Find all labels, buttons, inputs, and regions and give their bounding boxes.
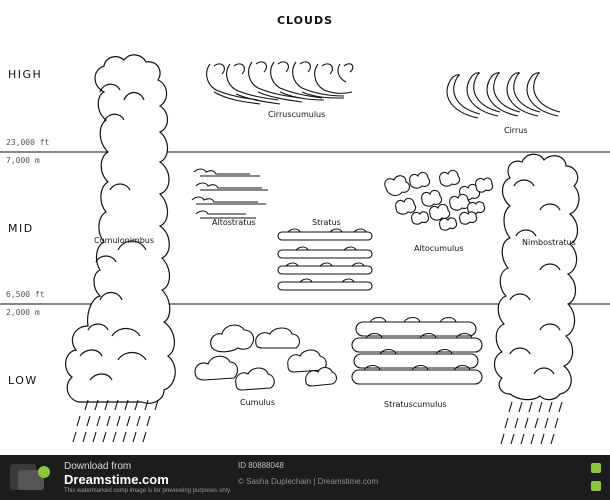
label-stratus: Stratus: [312, 218, 341, 227]
cumulus-shape: [194, 324, 338, 391]
label-nimbostratus: Nimbostratus: [522, 238, 576, 247]
level-mid-label: MID: [8, 222, 34, 235]
cumulonimbus-shape: [65, 54, 176, 404]
label-cumulus: Cumulus: [240, 398, 275, 407]
cirrus-shape: [446, 72, 561, 119]
stratocumulus-shape: [351, 316, 483, 385]
dreamstime-logo-icon: [10, 464, 50, 490]
footer-download-text: Download from: [64, 461, 132, 472]
altitude-upper-ft: 23,000 ft: [6, 138, 50, 147]
rain-cumulonimbus: [72, 399, 159, 443]
download-icon: [591, 481, 601, 491]
diagram-title: CLOUDS: [276, 14, 334, 27]
nimbostratus-shape: [493, 153, 580, 401]
footer-credit: © Sasha Duplechain | Dreamstime.com: [238, 477, 379, 486]
watermark-footer: Download from Dreamstime.com This waterm…: [0, 455, 610, 500]
stratus-shape: [277, 228, 373, 291]
label-cumulonimbus: Cumulonimbus: [94, 236, 155, 245]
footer-brand-link[interactable]: Dreamstime.com: [64, 472, 169, 487]
altitude-lower-m: 2,000 m: [6, 308, 40, 317]
cloud-diagram: CLOUDS: [0, 14, 610, 445]
rain-nimbostratus: [500, 401, 563, 445]
altocumulus-shape: [384, 169, 494, 231]
label-cirrocumulus: Cirruscumulus: [268, 110, 326, 119]
altitude-lower-ft: 6,500 ft: [6, 290, 45, 299]
cirrocumulus-shape: [206, 61, 354, 105]
label-altocumulus: Altocumulus: [414, 244, 464, 253]
share-icon: [591, 463, 601, 473]
altostratus-shape: [191, 168, 268, 219]
diagram-canvas: [0, 54, 610, 445]
altitude-upper-m: 7,000 m: [6, 156, 40, 165]
label-cirrus: Cirrus: [504, 126, 528, 135]
footer-notice: This watermarked comp image is for previ…: [64, 488, 232, 494]
label-altostratus: Altostratus: [212, 218, 256, 227]
level-high-label: HIGH: [8, 68, 43, 81]
label-stratocumulus: Stratuscumulus: [384, 400, 447, 409]
share-icons[interactable]: [590, 461, 602, 495]
level-low-label: LOW: [8, 374, 38, 387]
footer-image-id: ID 80888048: [238, 461, 284, 470]
